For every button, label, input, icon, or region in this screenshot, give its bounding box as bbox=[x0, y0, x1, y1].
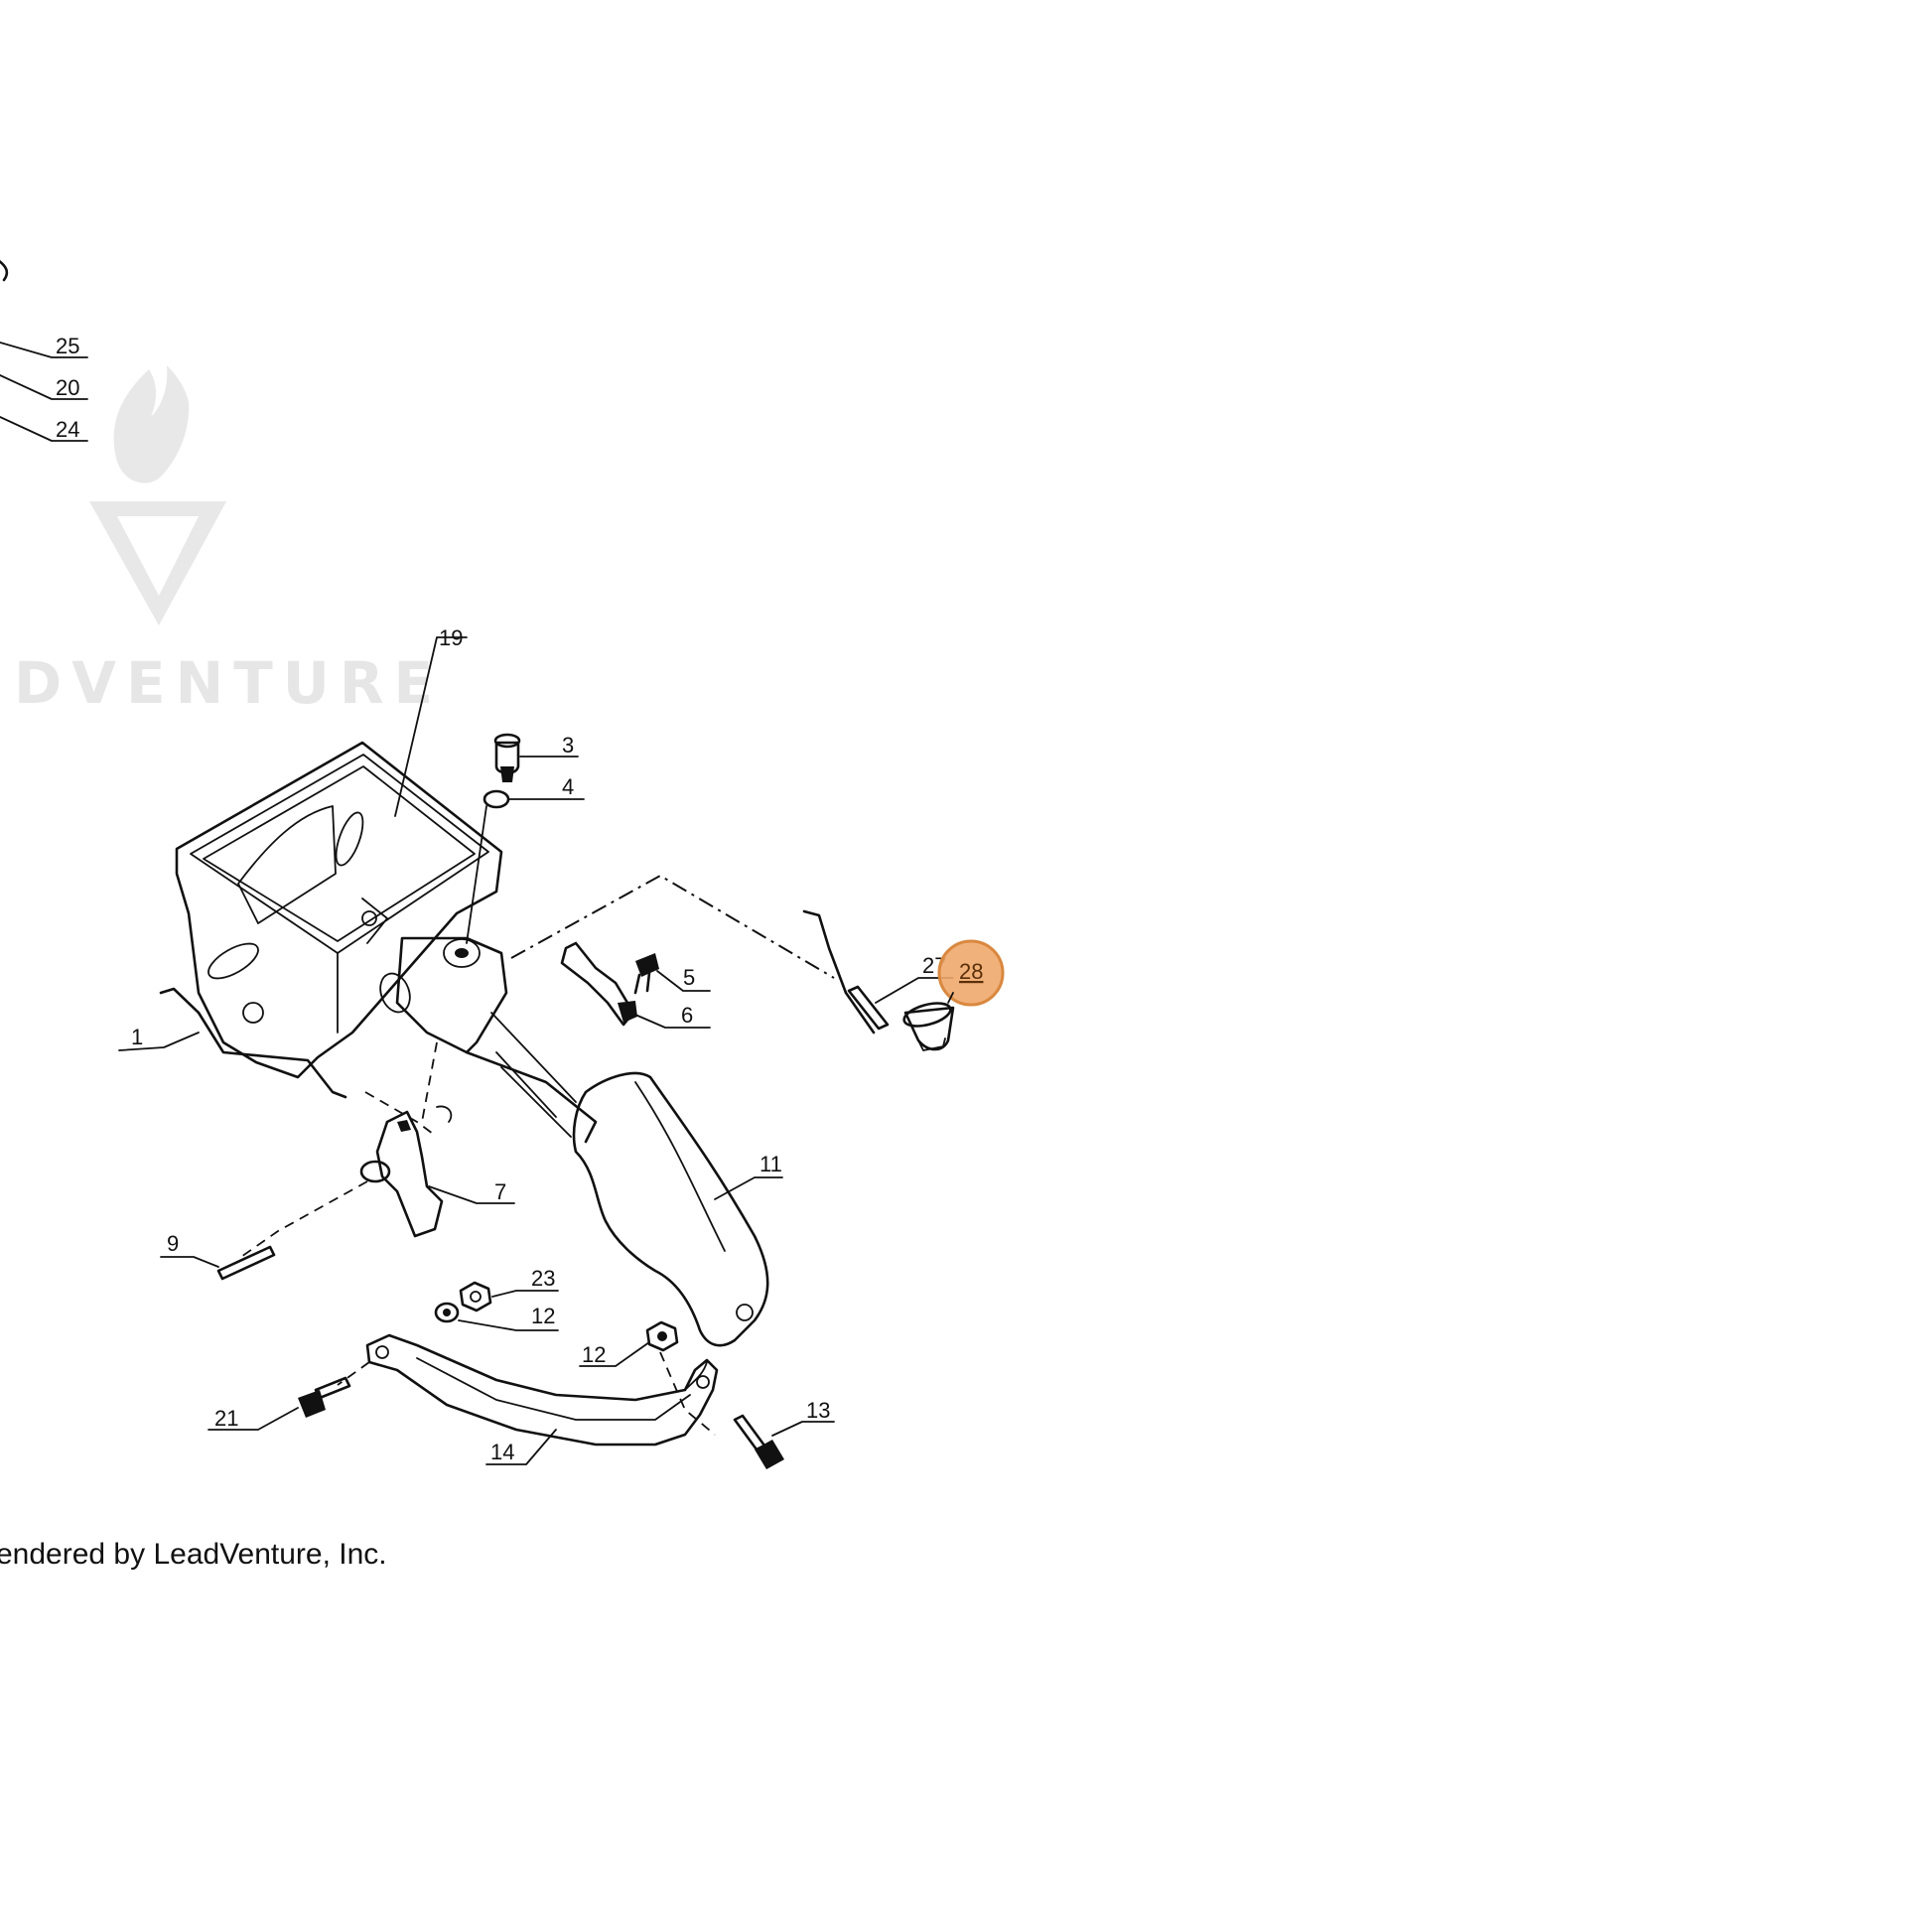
part-6-bracket bbox=[560, 941, 637, 1027]
leader-13 bbox=[771, 1421, 835, 1437]
callout-28[interactable]: 28 bbox=[959, 959, 983, 984]
leader-12a bbox=[458, 1319, 559, 1331]
part-5-screw bbox=[633, 953, 659, 995]
part-9-pin bbox=[216, 1245, 276, 1281]
leader-14 bbox=[485, 1429, 557, 1465]
callout-group-top-left bbox=[0, 259, 88, 442]
leader-11 bbox=[714, 1176, 783, 1200]
part-13-bolt bbox=[733, 1414, 784, 1469]
leader-6 bbox=[634, 1014, 711, 1029]
callout-1: 1 bbox=[131, 1025, 143, 1049]
part-1-wire bbox=[159, 987, 347, 1099]
leader-1 bbox=[118, 1032, 200, 1051]
callout-3: 3 bbox=[562, 733, 574, 758]
assembly-line-27 bbox=[510, 874, 835, 979]
leader-4-to-housing bbox=[466, 805, 487, 944]
leader-5 bbox=[656, 970, 711, 992]
highlight-callout-28[interactable] bbox=[937, 939, 1005, 1007]
assembly-line-21 bbox=[337, 1361, 370, 1386]
callout-12b: 12 bbox=[582, 1342, 606, 1367]
callout-21: 21 bbox=[214, 1406, 238, 1431]
callout-24: 24 bbox=[56, 417, 79, 442]
callout-11: 11 bbox=[759, 1152, 782, 1176]
callout-9: 9 bbox=[167, 1231, 179, 1256]
callout-7: 7 bbox=[494, 1179, 506, 1204]
callout-23: 23 bbox=[531, 1266, 555, 1291]
assembly-line-7b bbox=[421, 1041, 438, 1123]
part-27-rod bbox=[802, 909, 890, 1035]
leader-19 bbox=[394, 636, 468, 817]
watermark-text: DVENTURE bbox=[14, 649, 443, 717]
callout-14: 14 bbox=[490, 1440, 514, 1464]
assembly-line-9 bbox=[237, 1180, 368, 1260]
assembly-line-13 bbox=[659, 1351, 716, 1436]
leader-23 bbox=[491, 1290, 559, 1298]
callout-5: 5 bbox=[683, 965, 695, 990]
leader-12b bbox=[579, 1341, 650, 1367]
leader-21 bbox=[207, 1407, 299, 1431]
callout-20: 20 bbox=[56, 375, 79, 400]
watermark-logo bbox=[89, 365, 226, 625]
part-23-nut bbox=[459, 1281, 492, 1312]
credit-text: endered by LeadVenture, Inc. bbox=[0, 1538, 387, 1571]
assembly-line-7a bbox=[364, 1091, 438, 1138]
callout-4: 4 bbox=[562, 774, 574, 799]
callout-13: 13 bbox=[806, 1398, 830, 1423]
part-3-plug bbox=[493, 733, 521, 782]
part-12b-washer bbox=[645, 1320, 679, 1352]
part-21-bolt bbox=[298, 1376, 351, 1418]
callout-25: 25 bbox=[56, 334, 79, 358]
leader-28 bbox=[947, 992, 954, 1004]
callout-6: 6 bbox=[681, 1003, 693, 1028]
part-4-washer bbox=[483, 789, 510, 809]
leader-7 bbox=[428, 1185, 515, 1204]
part-7-lever bbox=[359, 1105, 453, 1238]
part-28-knob bbox=[902, 1002, 955, 1051]
part-14-handlebar bbox=[365, 1333, 719, 1447]
part-19-housing bbox=[175, 741, 598, 1144]
part-11-grip bbox=[572, 1071, 769, 1347]
callout-12a: 12 bbox=[531, 1304, 555, 1328]
callout-19: 19 bbox=[439, 625, 463, 650]
leader-9 bbox=[160, 1256, 219, 1268]
part-12a-washer bbox=[434, 1302, 460, 1323]
